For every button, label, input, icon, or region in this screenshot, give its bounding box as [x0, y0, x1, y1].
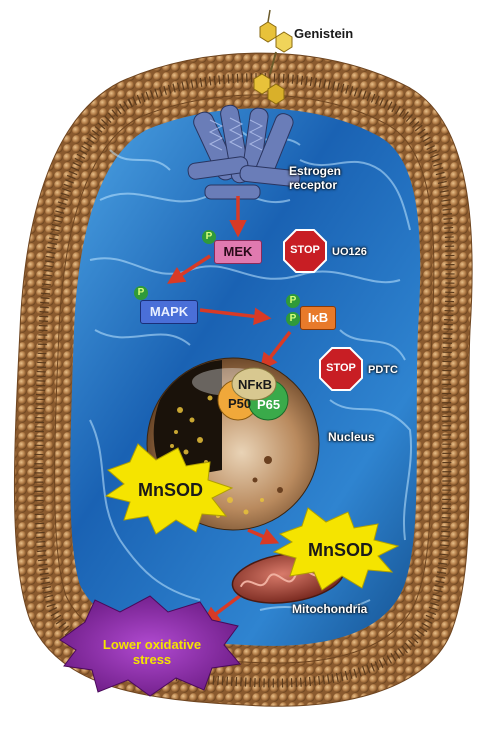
mitochondria-label: Mitochondria — [292, 602, 367, 616]
estrogen-receptor-label-line2: receptor — [289, 178, 337, 192]
mek-box: MEK — [214, 240, 262, 264]
stop-uo126-text: STOP — [282, 244, 328, 256]
p65-label: P65 — [257, 397, 280, 412]
nfkb-label: NFκB — [238, 378, 272, 392]
nucleus-label: Nucleus — [328, 430, 375, 444]
genistein-label: Genistein — [294, 27, 353, 41]
mapk-box: MAPK — [140, 300, 198, 324]
ikb-box: IκB — [300, 306, 336, 330]
estrogen-receptor-label-line1: Estrogen — [289, 164, 341, 178]
mapk-phospho-badge: P — [134, 286, 148, 300]
lower-oxidative-stress-line2: stress — [92, 652, 212, 667]
p50-label: P50 — [228, 397, 251, 411]
stop-pdtc-text: STOP — [318, 362, 364, 374]
lower-oxidative-stress-line1: Lower oxidative — [92, 637, 212, 652]
uo126-label: UO126 — [332, 245, 367, 259]
ikb-phospho-badge-1: P — [286, 294, 300, 308]
nuclear-mnsod-label: MnSOD — [138, 480, 203, 501]
ikb-phospho-badge-2: P — [286, 312, 300, 326]
mito-mnsod-label: MnSOD — [308, 540, 373, 561]
pdtc-label: PDTC — [368, 363, 398, 377]
